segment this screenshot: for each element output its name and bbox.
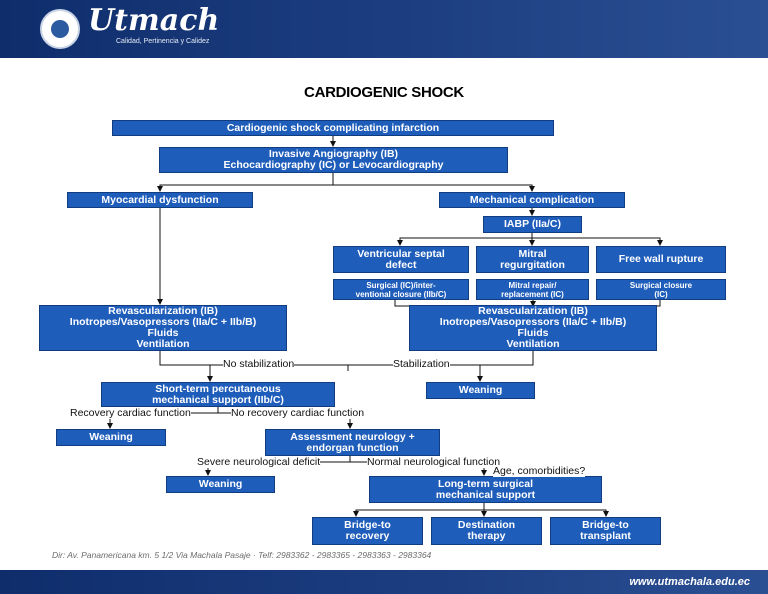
connector <box>394 300 415 307</box>
connector <box>397 233 533 246</box>
box-destination-therapy: Destination therapy <box>431 517 542 545</box>
box-assessment-neurology: Assessment neurology + endorgan function <box>265 429 440 456</box>
box-mitral-treatment: Mitral repair/ replacement (IC) <box>476 279 589 300</box>
brand-logo: Utmach <box>88 3 220 38</box>
connector <box>348 364 483 382</box>
box-weaning-severe: Weaning <box>166 476 275 493</box>
brand-tagline: Calidad, Pertinencia y Calidez <box>116 38 210 45</box>
box-revascularization-left: Revascularization (IB) Inotropes/Vasopre… <box>39 305 287 351</box>
box-free-wall-rupture: Free wall rupture <box>596 246 726 273</box>
box-iabp: IABP (IIa/C) <box>483 216 582 233</box>
box-mitral-regurgitation: Mitral regurgitation <box>476 246 589 273</box>
connector <box>532 237 663 246</box>
page-title: CARDIOGENIC SHOCK <box>304 84 464 101</box>
header-banner: Utmach Calidad, Pertinencia y Calidez <box>0 0 768 58</box>
box-revascularization-right: Revascularization (IB) Inotropes/Vasopre… <box>409 305 657 351</box>
label-stabilization: Stabilization <box>393 358 450 370</box>
connector <box>333 184 535 192</box>
footer-banner: www.utmachala.edu.ec <box>0 570 768 594</box>
box-cardiogenic-shock: Cardiogenic shock complicating infarctio… <box>112 120 554 136</box>
box-mechanical-complication: Mechanical complication <box>439 192 625 208</box>
box-weaning-recovery: Weaning <box>56 429 166 446</box>
footer-website: www.utmachala.edu.ec <box>629 576 750 588</box>
box-vsd-treatment: Surgical (IC)/inter- ventional closure (… <box>333 279 469 300</box>
box-ventricular-septal-defect: Ventricular septal defect <box>333 246 469 273</box>
label-normal-neuro: Normal neurological function <box>367 456 501 468</box>
label-no-stabilization: No stabilization <box>223 358 295 370</box>
connector <box>157 173 334 192</box>
box-long-term-support: Long-term surgical mechanical support <box>369 476 602 503</box>
connector <box>353 503 485 517</box>
footer-address: Dir: Av. Panamericana km. 5 1/2 Via Mach… <box>52 550 432 560</box>
box-myocardial-dysfunction: Myocardial dysfunction <box>67 192 253 208</box>
connector <box>207 364 348 382</box>
label-no-recovery-cardiac: No recovery cardiac function <box>231 407 365 419</box>
label-severe-neuro: Severe neurological deficit <box>197 456 321 468</box>
box-fwr-treatment: Surgical closure (IC) <box>596 279 726 300</box>
box-bridge-to-transplant: Bridge-to transplant <box>550 517 661 545</box>
label-age-comorbidities: Age, comorbidities? <box>493 465 586 477</box>
label-recovery-cardiac: Recovery cardiac function <box>70 407 191 419</box>
university-seal-icon <box>40 9 80 49</box>
box-weaning-stabilization: Weaning <box>426 382 535 399</box>
box-invasive-angiography: Invasive Angiography (IB) Echocardiograp… <box>159 147 508 173</box>
box-short-term-support: Short-term percutaneous mechanical suppo… <box>101 382 335 407</box>
connector <box>484 509 609 517</box>
box-bridge-to-recovery: Bridge-to recovery <box>312 517 423 545</box>
